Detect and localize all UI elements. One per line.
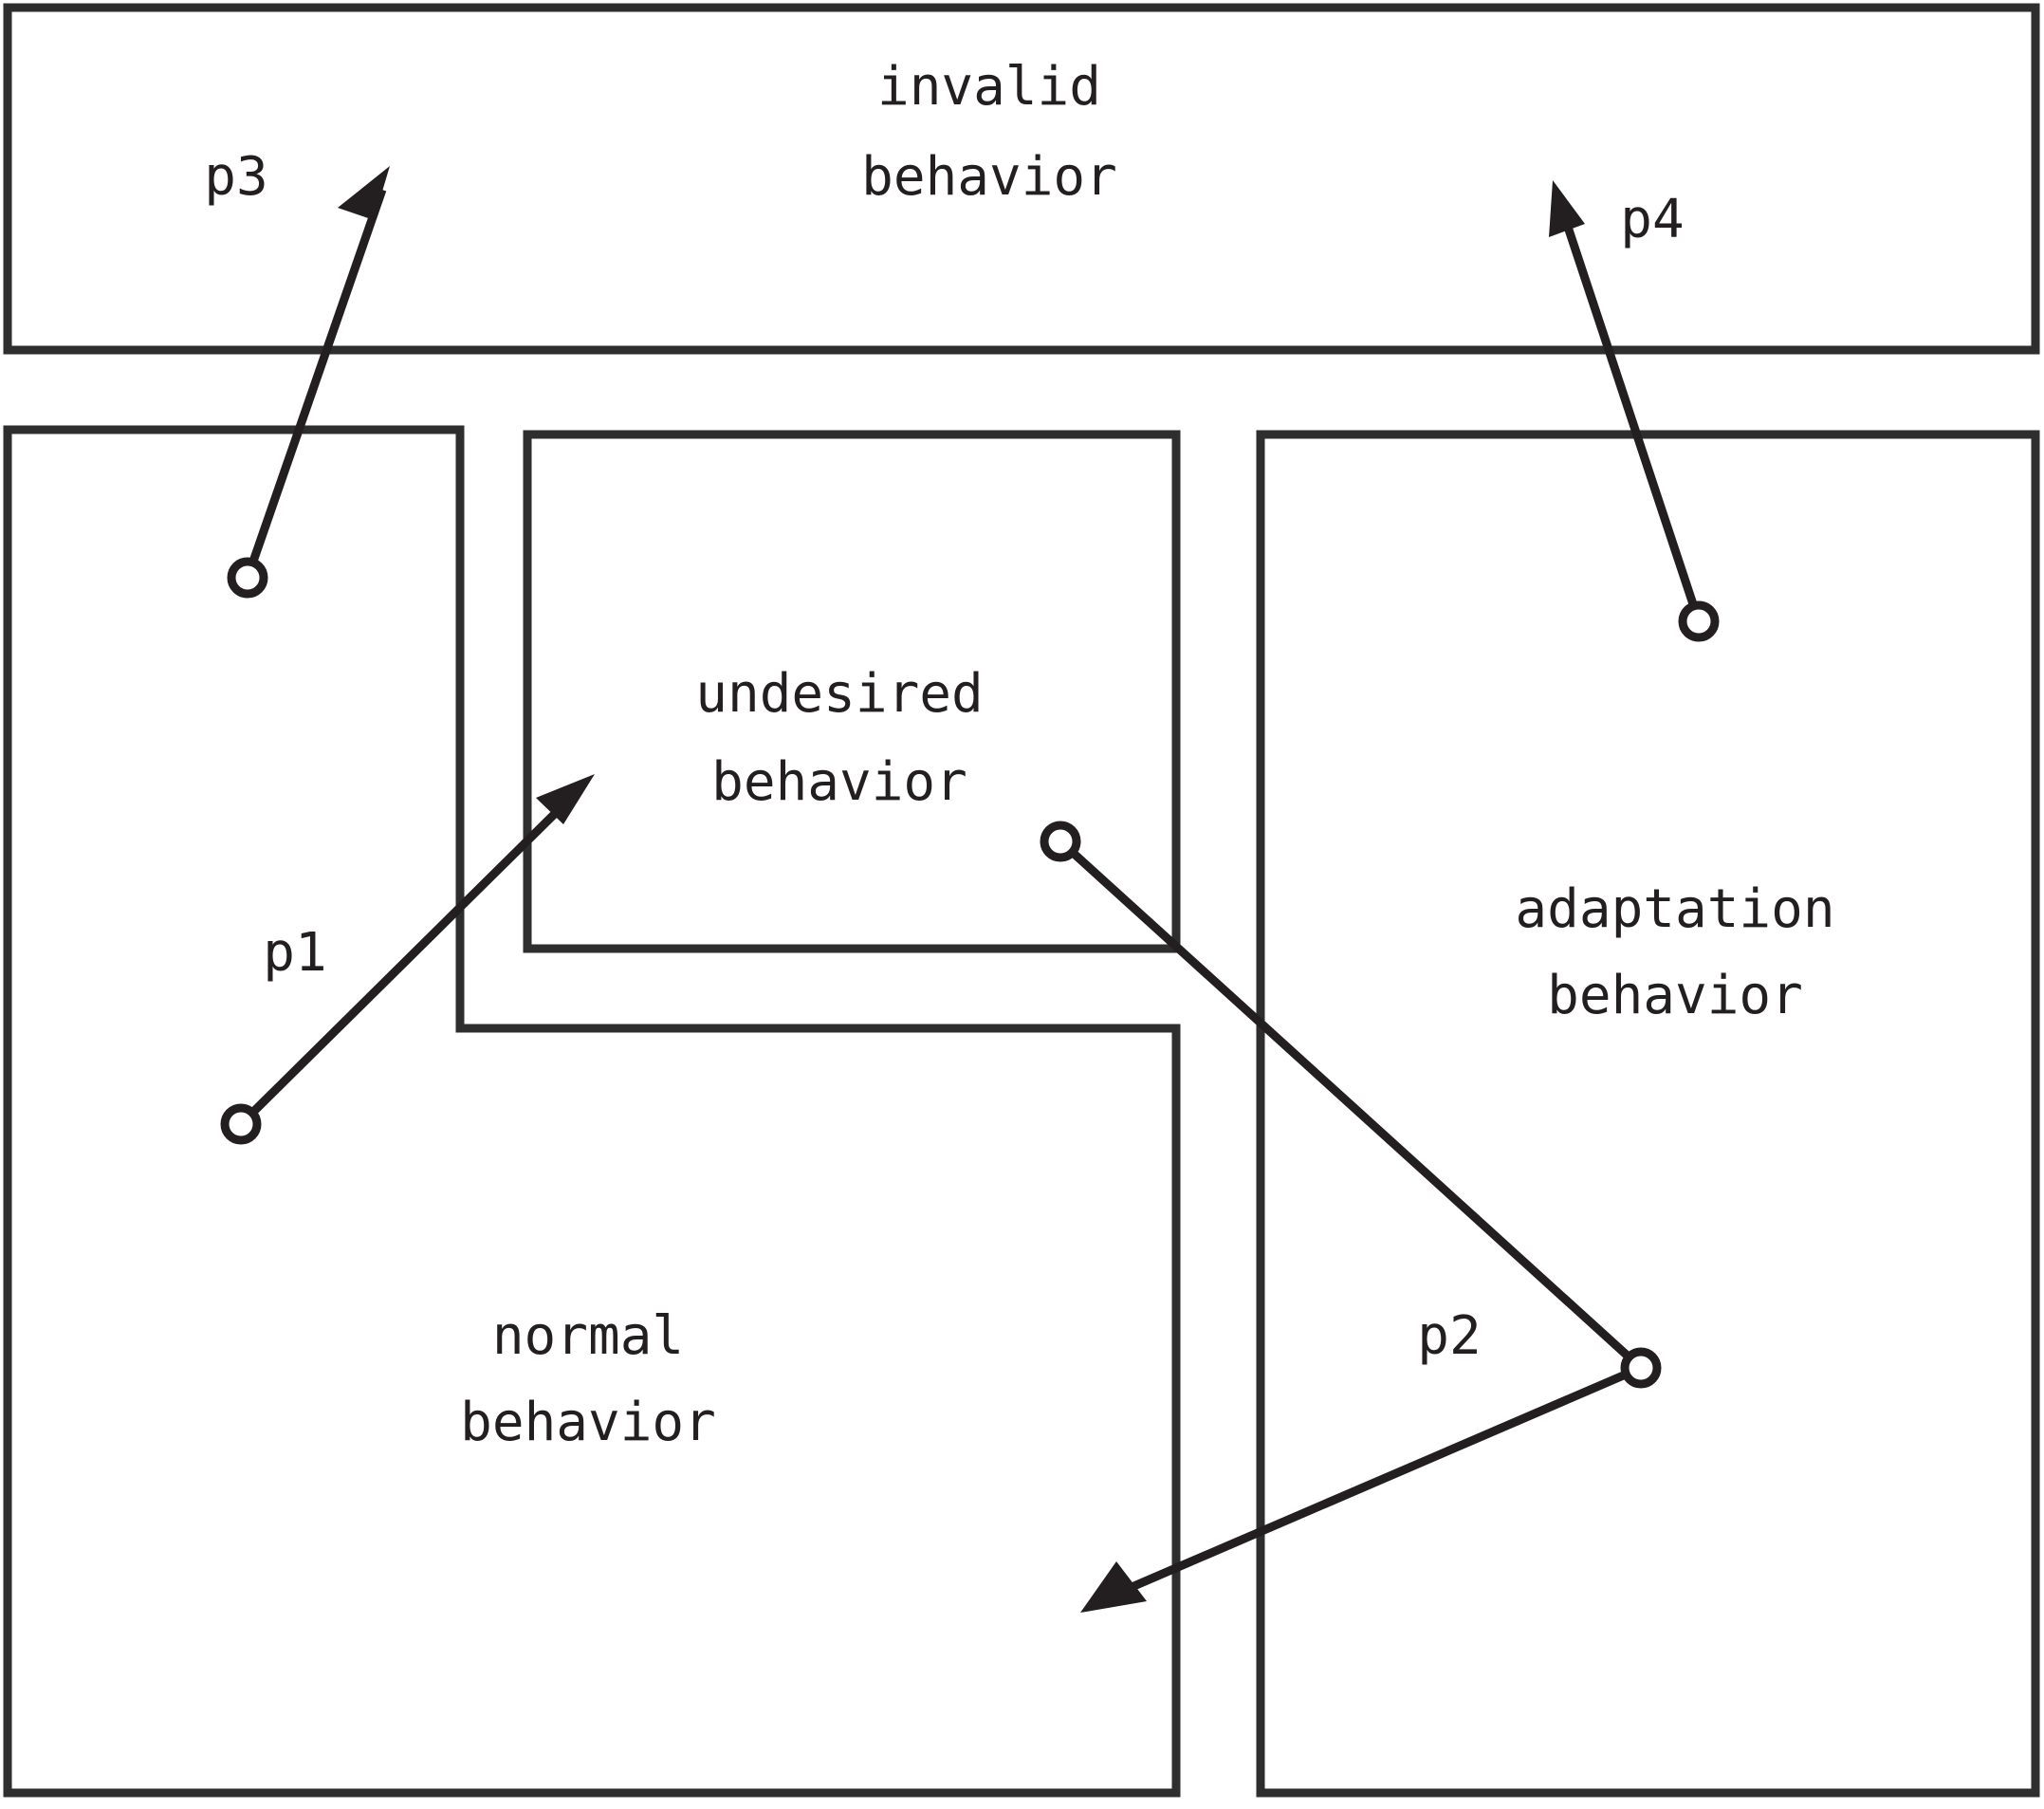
trajectory-p3-line	[243, 188, 387, 580]
label-undesired-behavior: undesired behavior	[695, 663, 983, 813]
label-adaptation-behavior-line2: behavior	[1547, 965, 1803, 1026]
label-undesired-behavior-line2: behavior	[711, 751, 967, 813]
trajectory-p2-bend-node[interactable]	[1620, 1347, 1662, 1389]
region-undesired-behavior[interactable]	[523, 430, 1181, 953]
label-invalid-behavior: invalid behavior	[861, 56, 1117, 208]
trajectory-p1-label: p1	[263, 922, 326, 984]
label-normal-behavior: normal behavior	[460, 1305, 716, 1453]
trajectory-p2[interactable]: p2	[1040, 821, 1662, 1613]
trajectory-p3-start-node[interactable]	[227, 557, 268, 599]
label-normal-behavior-line1: normal	[492, 1305, 684, 1367]
trajectory-p4-start-node[interactable]	[1678, 600, 1720, 642]
trajectory-p1-line	[237, 785, 584, 1128]
label-normal-behavior-line2: behavior	[460, 1392, 716, 1453]
region-normal-behavior[interactable]	[3, 425, 1181, 1798]
trajectory-p4-line	[1556, 202, 1703, 623]
region-adaptation-behavior[interactable]	[1256, 430, 2040, 1798]
label-adaptation-behavior-line1: adaptation	[1515, 878, 1834, 940]
trajectory-p4-arrowhead-icon	[1549, 180, 1585, 237]
trajectory-p1-arrowhead-icon	[536, 774, 595, 824]
trajectory-p1[interactable]: p1	[220, 774, 595, 1145]
trajectory-p3-arrowhead-icon	[338, 166, 390, 220]
trajectory-p3[interactable]: p3	[204, 146, 390, 599]
trajectory-p4-label: p4	[1620, 189, 1684, 250]
trajectory-p2-arrowhead-icon	[1080, 1561, 1147, 1613]
trajectory-p4[interactable]: p4	[1549, 180, 1720, 642]
label-undesired-behavior-line1: undesired	[695, 663, 983, 725]
trajectory-p3-label: p3	[204, 146, 267, 208]
label-invalid-behavior-line2: behavior	[861, 146, 1117, 208]
trajectory-p2-start-node[interactable]	[1040, 821, 1081, 862]
label-adaptation-behavior: adaptation behavior	[1515, 878, 1834, 1026]
trajectory-p2-label: p2	[1417, 1305, 1481, 1367]
label-invalid-behavior-line1: invalid	[877, 56, 1101, 118]
trajectory-p1-start-node[interactable]	[220, 1103, 262, 1145]
